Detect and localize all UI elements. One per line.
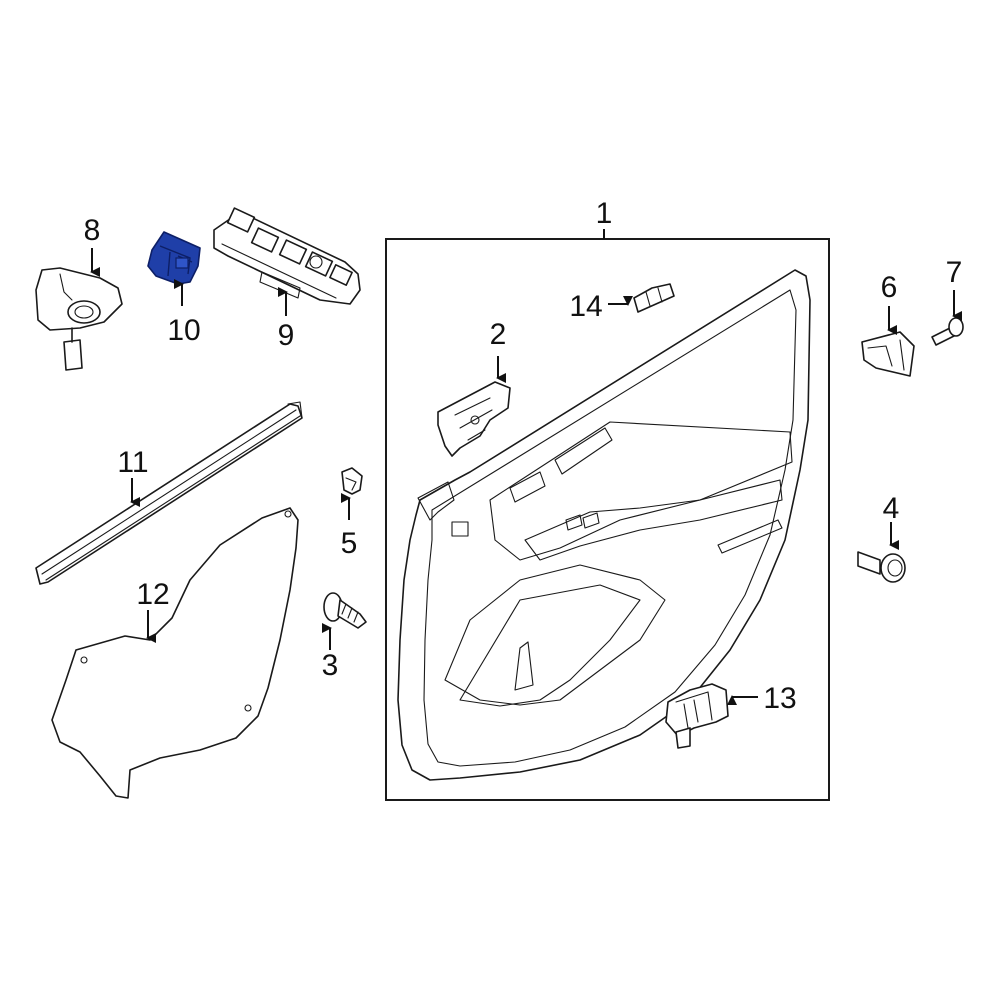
switch-slot-b	[582, 512, 600, 529]
callout-14: 14	[569, 290, 602, 323]
panel-frame	[385, 238, 830, 801]
switch-9-connector	[259, 271, 301, 299]
clip-5-body	[341, 467, 363, 495]
molding-11-edge	[41, 409, 301, 581]
bracket-2-detail	[454, 397, 493, 441]
callout-11: 11	[117, 446, 148, 479]
shield-12-hole-c	[244, 704, 252, 712]
switch-8-detail	[59, 273, 73, 301]
shield-12-hole-a	[80, 656, 88, 664]
callout-4: 4	[883, 492, 900, 525]
bolt-3-thread	[341, 603, 359, 623]
trim-top-corner	[417, 481, 455, 521]
reflector-strip	[717, 519, 783, 554]
screw-7-head	[948, 317, 964, 337]
shield-12-outline	[51, 507, 299, 799]
armrest-upper	[489, 421, 793, 561]
part-9-window-switch[interactable]	[213, 207, 361, 316]
clip-14-detail	[645, 287, 663, 307]
clip-5-detail	[345, 477, 357, 491]
callout-2: 2	[490, 318, 507, 351]
callout-3: 3	[322, 649, 339, 682]
callout-5: 5	[341, 527, 358, 560]
bolt-4-shank	[857, 551, 881, 575]
bracket-2-hole	[470, 415, 480, 425]
part-5-clip[interactable]	[341, 467, 363, 520]
callout-7: 7	[946, 256, 963, 289]
door-handle-recess	[554, 427, 613, 475]
bracket-13-detail	[675, 691, 713, 729]
switch-9-button-b	[250, 227, 280, 253]
bracket-13-body	[665, 683, 729, 737]
clip-14-body	[633, 283, 675, 313]
switch-9-dial	[309, 255, 323, 269]
switch-9-button-e	[329, 264, 353, 286]
callout-10: 10	[167, 314, 200, 347]
switch-10-body	[147, 231, 201, 285]
bolt-4-flange	[880, 553, 906, 583]
bracket-2-body	[437, 381, 511, 457]
switch-9-button-a	[226, 207, 256, 233]
part-3-bolt[interactable]	[322, 592, 367, 650]
callout-8: 8	[84, 214, 101, 247]
part-10-window-switch-highlighted[interactable]	[147, 231, 201, 306]
part-14-clip[interactable]	[608, 283, 675, 313]
switch-8-knob-center	[74, 305, 94, 319]
callout-9: 9	[278, 319, 295, 352]
part-2-handle-bracket[interactable]	[437, 356, 511, 457]
door-panel-inner-edge	[423, 289, 797, 767]
switch-9-button-c	[278, 239, 308, 265]
part-4-bolt[interactable]	[857, 522, 906, 583]
part-6-bracket[interactable]	[861, 306, 915, 377]
clip-window	[451, 521, 469, 537]
callout-12: 12	[136, 578, 169, 611]
handle-detail	[509, 471, 546, 503]
window-switch-recess	[524, 479, 783, 561]
bracket-13-tab	[675, 727, 691, 749]
part-11-belt-molding[interactable]	[35, 401, 303, 585]
callout-6: 6	[881, 271, 898, 304]
pull-cup	[514, 641, 534, 691]
switch-10-rocker	[175, 257, 189, 269]
switch-9-button-d	[304, 251, 334, 277]
switch-8-knob	[67, 300, 101, 324]
molding-11-end	[287, 401, 303, 419]
switch-slot-a	[565, 514, 583, 531]
part-13-bracket[interactable]	[665, 683, 758, 749]
bracket-6-detail	[867, 339, 905, 371]
part-8-mirror-switch[interactable]	[35, 248, 123, 371]
part-7-screw[interactable]	[931, 290, 964, 346]
switch-8-connector	[63, 339, 83, 371]
callout-1: 1	[596, 197, 613, 230]
shield-12-hole-b	[284, 510, 292, 518]
door-panel-outline	[397, 269, 811, 781]
bolt-4-head	[887, 559, 903, 577]
callout-13: 13	[763, 682, 796, 715]
storage-pocket	[459, 584, 641, 707]
part-1-door-trim-panel[interactable]	[385, 229, 830, 801]
part-12-water-shield[interactable]	[51, 507, 299, 799]
switch-8-housing	[35, 267, 123, 331]
